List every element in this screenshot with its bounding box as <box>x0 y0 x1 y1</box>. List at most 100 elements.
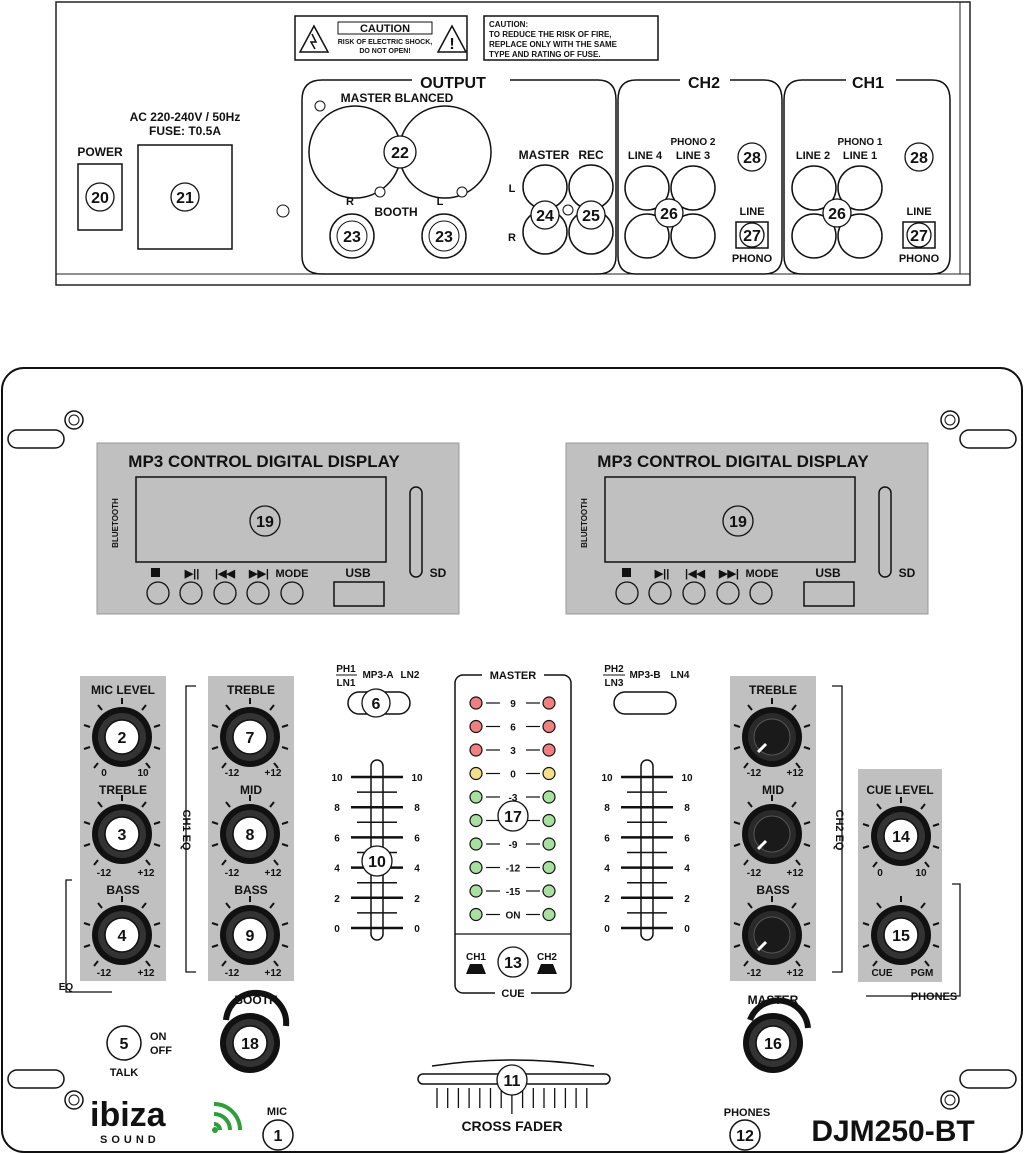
mic-jack-label: MIC <box>267 1106 287 1118</box>
stop-button[interactable] <box>615 581 639 605</box>
cue-mix-knob[interactable]: 15 <box>862 895 940 967</box>
rca-line4-l[interactable] <box>624 165 670 211</box>
master-volume-knob[interactable]: 16 <box>742 1012 804 1074</box>
cue-ch2-label: CH2 <box>537 952 557 963</box>
ch1-eq-bracket <box>185 685 196 973</box>
booth-label: BOOTH <box>374 205 417 219</box>
meter-level-label: ON <box>506 911 521 922</box>
fader-scale-label: 2 <box>414 894 420 905</box>
stop-button[interactable] <box>146 581 170 605</box>
callout-12: 12 <box>736 1128 754 1145</box>
previous-button[interactable] <box>682 581 706 605</box>
scale-max: 10 <box>915 868 927 879</box>
phones-jack[interactable] <box>729 1119 761 1151</box>
logo-text: ibiza <box>90 1096 167 1134</box>
fader-scale-label: 4 <box>414 864 420 875</box>
caution-line: RISK OF ELECTRIC SHOCK, <box>338 39 433 46</box>
mode-button[interactable] <box>280 581 304 605</box>
next-button[interactable] <box>716 581 740 605</box>
ac-voltage-label: AC 220-240V / 50Hz <box>130 110 241 124</box>
off-label: OFF <box>150 1045 172 1057</box>
play-pause-button[interactable] <box>648 581 672 605</box>
ch1-bass-knob[interactable]: 9 <box>211 895 289 967</box>
callout-24: 24 <box>536 208 554 225</box>
scale-max: +12 <box>265 868 282 879</box>
sd-slot[interactable] <box>878 486 892 578</box>
usb-port[interactable] <box>333 581 385 607</box>
rack-slot <box>959 429 1017 449</box>
mp3-display-right: MP3 CONTROL DIGITAL DISPLAY 19 BLUETOOTH… <box>565 442 929 615</box>
talk-label: TALK <box>110 1067 139 1079</box>
cue-ch2-button[interactable] <box>537 964 557 974</box>
cue-level-knob[interactable]: 14 <box>862 796 940 868</box>
previous-icon: |◀◀ <box>215 568 236 580</box>
play-pause-button[interactable] <box>179 581 203 605</box>
ch1-mid-knob[interactable]: 8 <box>211 794 289 866</box>
scale-min: -12 <box>97 868 112 879</box>
rack-slot <box>959 1069 1017 1089</box>
fader-knob[interactable] <box>361 845 393 877</box>
fuse-label: FUSE: T0.5A <box>149 124 221 138</box>
fader-scale-label: 10 <box>331 773 343 784</box>
phono2-label: PHONO 2 <box>670 137 715 148</box>
rca-line3-l[interactable] <box>670 165 716 211</box>
rca-line1-r[interactable] <box>837 213 883 259</box>
callout-6: 6 <box>372 696 381 713</box>
line2-label: LINE 2 <box>796 150 830 162</box>
sd-label: SD <box>430 566 447 580</box>
fuse-caution-line: TO REDUCE THE RISK OF FIRE, <box>489 30 612 39</box>
led-left <box>469 766 483 781</box>
rca-line3-r[interactable] <box>670 213 716 259</box>
led-left <box>469 884 483 898</box>
callout-1: 1 <box>274 1128 283 1145</box>
ph2-label: PH2 <box>604 664 624 675</box>
mid-label: MID <box>240 783 262 797</box>
next-button[interactable] <box>246 581 270 605</box>
cue-ch1-button[interactable] <box>466 964 486 974</box>
callout-23: 23 <box>343 229 361 246</box>
meter-level-label: 9 <box>510 699 516 710</box>
talkover-button[interactable] <box>106 1025 142 1061</box>
ln2-label: LN2 <box>401 670 420 681</box>
display-title: MP3 CONTROL DIGITAL DISPLAY <box>128 452 400 471</box>
output-section <box>301 79 617 275</box>
callout-18: 18 <box>241 1036 259 1053</box>
led-right <box>542 696 556 710</box>
mic-treble-knob[interactable]: 3 <box>83 794 161 866</box>
brand-logo: ibiza SOUND <box>90 1096 242 1146</box>
ch2-label: CH2 <box>688 75 720 92</box>
rca-line2-r[interactable] <box>791 213 837 259</box>
mic-bass-knob[interactable]: 4 <box>83 895 161 967</box>
rack-slot <box>7 1069 65 1089</box>
bluetooth-label: BLUETOOTH <box>580 498 589 548</box>
usb-port[interactable] <box>803 581 855 607</box>
ch1-treble-knob[interactable]: 7 <box>211 697 289 769</box>
fader-scale-label: 0 <box>414 924 420 935</box>
rca-line1-l[interactable] <box>837 165 883 211</box>
logo-subtext: SOUND <box>100 1134 160 1146</box>
callout-11: 11 <box>504 1073 521 1090</box>
ch2-source-switch[interactable] <box>613 691 677 715</box>
previous-button[interactable] <box>213 581 237 605</box>
booth-knob[interactable]: 18 <box>219 1012 281 1074</box>
led-right <box>542 719 556 734</box>
scale-min: -12 <box>225 768 240 779</box>
mic-level-knob[interactable]: 2 <box>83 697 161 769</box>
caution-line: DO NOT OPEN! <box>359 48 410 55</box>
ground-terminal[interactable] <box>904 142 934 172</box>
sd-slot[interactable] <box>409 486 423 578</box>
scale-max: +12 <box>787 768 804 779</box>
ln4-label: LN4 <box>671 670 690 681</box>
cross-fader[interactable]: 11 <box>417 1059 611 1114</box>
callout-19: 19 <box>729 514 747 531</box>
mic-jack[interactable] <box>262 1119 294 1151</box>
callout-13: 13 <box>504 955 522 972</box>
callout-14: 14 <box>892 829 910 846</box>
rca-line2-l[interactable] <box>791 165 837 211</box>
ground-terminal[interactable] <box>737 142 767 172</box>
rca-line4-r[interactable] <box>624 213 670 259</box>
mode-button[interactable] <box>749 581 773 605</box>
